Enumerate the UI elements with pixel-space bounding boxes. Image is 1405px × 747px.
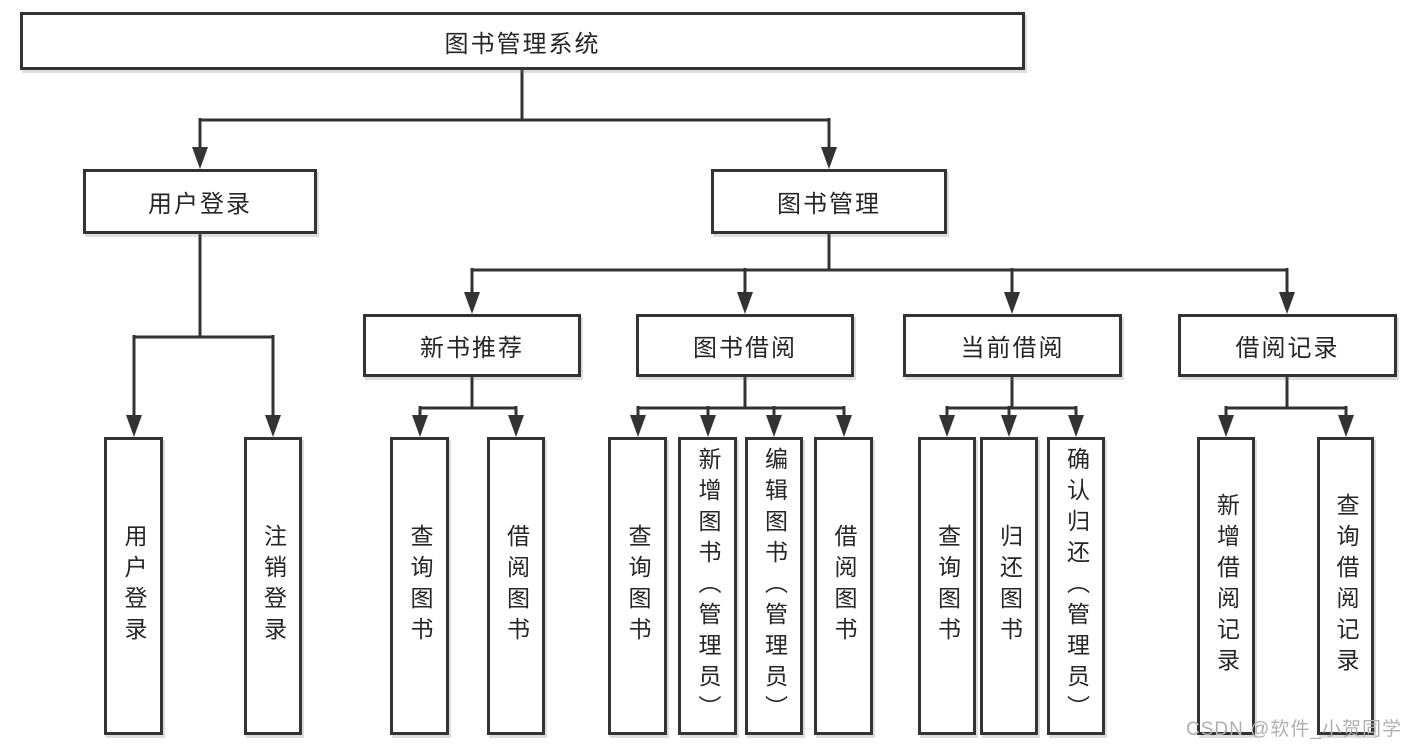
node-label: 新书推荐 <box>420 335 524 362</box>
leaf-label: 新增借阅记录 <box>1213 493 1240 679</box>
leaf-label: 查询图书 <box>625 524 651 648</box>
node-book-borrow: 图书借阅 <box>636 314 854 377</box>
node-borrow-records: 借阅记录 <box>1178 314 1397 377</box>
leaf-label: 用户登录 <box>121 524 147 648</box>
leaf-label: 查询图书 <box>407 524 433 648</box>
leaf-label: 归还图书 <box>996 524 1023 648</box>
leaf-label: 借阅图书 <box>831 524 857 648</box>
node-label: 图书管理系统 <box>444 30 601 58</box>
leaf-label: 注销登录 <box>260 524 287 648</box>
leaf-label: 查询图书 <box>934 524 961 648</box>
csdn-watermark: CSDN @软件_小贺同学 <box>1186 719 1402 740</box>
node-book-management-system: 图书管理系统 <box>20 12 1025 70</box>
leaf-label: 编辑图书（管理员） <box>761 446 788 726</box>
leaf-add-borrow-record: 新增借阅记录 <box>1197 437 1255 735</box>
node-label: 图书借阅 <box>693 335 797 362</box>
leaf-query-books-borrow: 查询图书 <box>608 437 667 735</box>
leaf-add-books-admin: 新增图书（管理员） <box>678 437 737 735</box>
leaf-borrow-books: 借阅图书 <box>814 437 873 735</box>
node-current-borrow: 当前借阅 <box>903 314 1122 377</box>
leaf-logout: 注销登录 <box>244 437 302 735</box>
node-label: 图书管理 <box>777 191 881 218</box>
leaf-label: 确认归还（管理员） <box>1063 446 1090 726</box>
leaf-query-borrow-record: 查询借阅记录 <box>1317 437 1374 735</box>
leaf-confirm-return-admin: 确认归还（管理员） <box>1047 437 1105 735</box>
leaf-query-books-current: 查询图书 <box>918 437 976 735</box>
leaf-label: 查询借阅记录 <box>1333 493 1359 679</box>
node-label: 当前借阅 <box>960 335 1065 362</box>
node-label: 用户登录 <box>148 191 252 218</box>
leaf-user-login: 用户登录 <box>104 437 163 735</box>
leaf-borrow-books-recommend: 借阅图书 <box>487 437 545 735</box>
node-user-login: 用户登录 <box>83 169 317 234</box>
leaf-label: 借阅图书 <box>503 524 530 648</box>
leaf-query-books-recommend: 查询图书 <box>390 437 449 735</box>
leaf-label: 新增图书（管理员） <box>695 446 721 726</box>
leaf-return-books: 归还图书 <box>980 437 1038 735</box>
node-book-management: 图书管理 <box>711 169 947 234</box>
leaf-edit-books-admin: 编辑图书（管理员） <box>745 437 803 735</box>
node-label: 借阅记录 <box>1235 335 1340 362</box>
arrowhead-icons <box>126 147 1354 437</box>
node-new-book-recommend: 新书推荐 <box>363 314 581 377</box>
